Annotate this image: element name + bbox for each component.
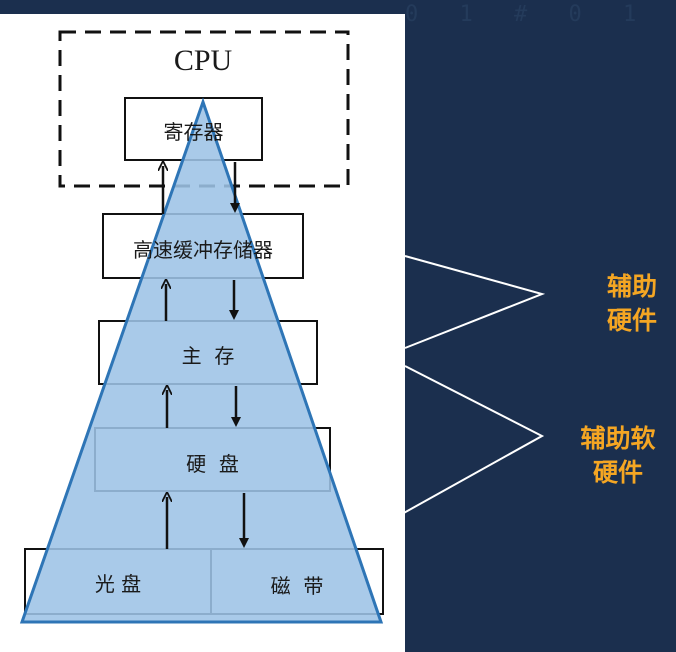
callout-bracket-aux-sw-hw <box>383 365 545 525</box>
main-memory-label: 主 存 <box>181 344 235 368</box>
cpu-label: CPU <box>173 44 233 77</box>
callout-aux-hardware: 辅助 硬件 <box>592 270 672 338</box>
tape-label: 磁 带 <box>270 574 324 598</box>
callout-aux-sw-hw: 辅助软 硬件 <box>560 422 676 490</box>
cache-label: 高速缓冲存储器 <box>133 238 273 262</box>
callout-aux-hardware-line1: 辅助 <box>606 272 657 301</box>
optical-disk-label: 光 盘 <box>94 572 142 596</box>
callout-aux-hardware-line2: 硬件 <box>606 306 657 335</box>
hierarchy-pyramid <box>19 97 384 624</box>
background-digit-rain: 0 1 # 0 1 3 5 4 0 9 1 2 8 7 1 0 5 * 0 1 … <box>405 2 651 27</box>
callout-bracket-aux-hardware <box>404 255 546 349</box>
registers-label: 寄存器 <box>163 120 224 144</box>
callout-aux-sw-hw-line2: 硬件 <box>592 458 643 487</box>
callout-aux-sw-hw-line1: 辅助软 <box>580 424 656 453</box>
hard-disk-label: 硬 盘 <box>186 452 239 476</box>
